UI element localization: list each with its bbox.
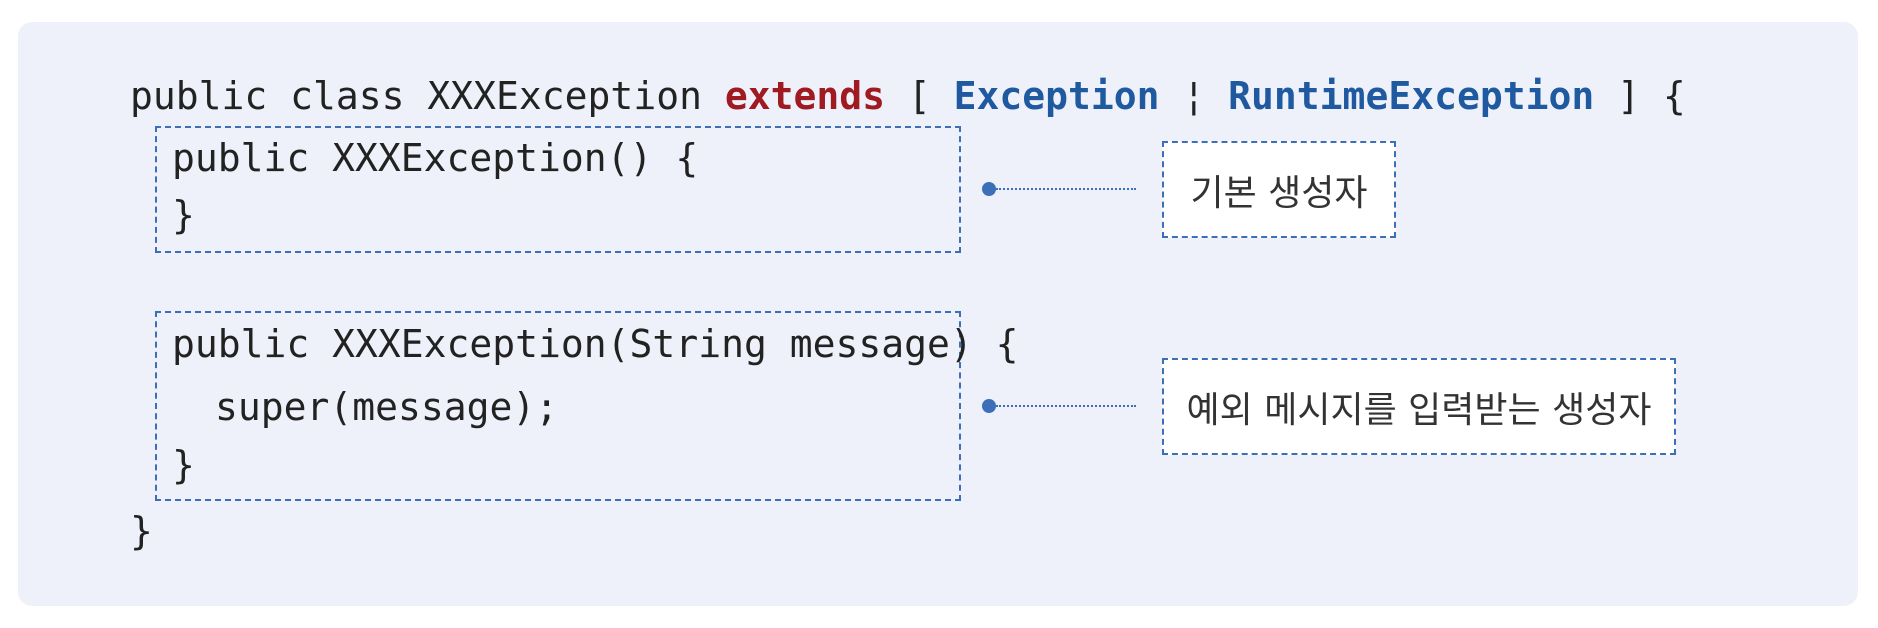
message-ctor-label: 예외 메시지를 입력받는 생성자 (1162, 358, 1676, 455)
exception-keyword: Exception (953, 74, 1160, 118)
runtime-exception-keyword: RuntimeException (1228, 74, 1595, 118)
message-ctor-dot (982, 399, 996, 413)
message-ctor-connector (996, 405, 1136, 407)
ctor1-close: } (172, 193, 195, 237)
separator: ¦ (1159, 74, 1229, 118)
message-ctor-box (155, 311, 961, 501)
class-declaration: public class XXXException extends [ Exce… (130, 73, 1686, 119)
default-ctor-label: 기본 생성자 (1162, 141, 1396, 238)
ctor2-open: public XXXException(String message) { (172, 322, 1019, 366)
ctor1-open: public XXXException() { (172, 136, 699, 180)
default-ctor-connector (996, 188, 1136, 190)
class-decl-close: ] { (1594, 74, 1686, 118)
extends-keyword: extends (724, 74, 885, 118)
class-decl-prefix: public class XXXException (130, 74, 725, 118)
open-bracket: [ (884, 74, 954, 118)
default-ctor-box (155, 126, 961, 253)
code-panel: public class XXXException extends [ Exce… (18, 22, 1858, 606)
class-close: } (130, 509, 153, 553)
ctor2-close: } (172, 443, 195, 487)
default-ctor-dot (982, 182, 996, 196)
ctor2-body: super(message); (215, 385, 559, 429)
